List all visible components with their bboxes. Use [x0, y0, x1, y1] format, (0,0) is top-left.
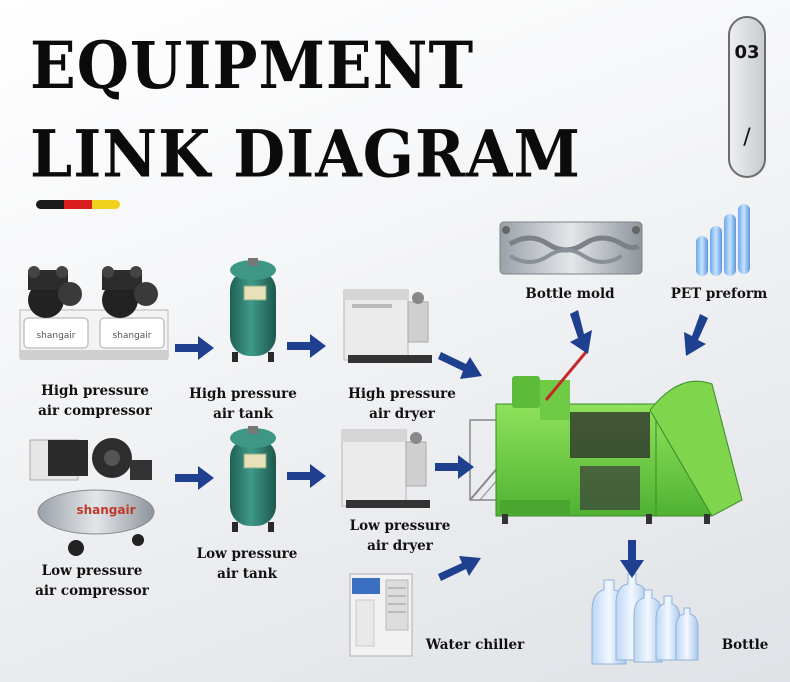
hp-compressor-brand-left: shangair	[36, 331, 75, 341]
label-lp-compressor: Low pressure air compressor	[30, 561, 154, 601]
arrow-mold-to-machine	[570, 310, 592, 354]
hp-dryer-image	[343, 289, 432, 363]
lp-dryer-label-line1: Low pressure	[349, 518, 451, 534]
pet-preform-image	[696, 204, 750, 276]
label-lp-dryer: Low pressure air dryer	[344, 516, 456, 556]
label-hp-compressor: High pressure air compressor	[30, 381, 160, 421]
hp-compressor-label-line2: air compressor	[38, 403, 152, 419]
arrow-hp-tank-to-dryer	[287, 334, 326, 358]
arrow-hp-compressor-to-tank	[175, 336, 214, 360]
accent-red	[64, 200, 92, 209]
flow-arrows	[175, 310, 708, 581]
hp-tank-image	[230, 258, 276, 362]
hp-tank-label-line2: air tank	[213, 406, 273, 422]
accent-color-bar	[36, 200, 120, 209]
hp-dryer-label-line1: High pressure	[348, 386, 456, 402]
lp-compressor-brand: shangair	[76, 503, 135, 517]
arrow-chiller-to-machine	[438, 556, 481, 581]
lp-tank-label-line2: air tank	[217, 566, 277, 582]
label-pet-preform: PET preform	[670, 286, 768, 302]
hp-compressor-image: shangair shangair	[19, 266, 169, 360]
label-hp-dryer: High pressure air dryer	[344, 384, 460, 424]
hp-compressor-brand-right: shangair	[112, 331, 151, 341]
arrow-preform-to-machine	[684, 314, 708, 356]
label-hp-tank: High pressure air tank	[186, 384, 300, 424]
label-lp-tank: Low pressure air tank	[190, 544, 304, 584]
lp-tank-image	[230, 426, 276, 532]
hp-dryer-label-line2: air dryer	[369, 406, 435, 422]
arrow-hp-dryer-to-machine	[438, 352, 482, 379]
label-bottle: Bottle	[721, 637, 769, 653]
hp-tank-label-line1: High pressure	[189, 386, 297, 402]
title-line-2: LINK DIAGRAM	[30, 117, 581, 193]
bottle-mold-image	[499, 221, 643, 275]
bottles-image	[591, 573, 699, 665]
accent-black	[36, 200, 64, 209]
arrow-lp-tank-to-dryer	[287, 464, 326, 488]
arrow-machine-to-bottle	[620, 540, 644, 578]
hp-compressor-label-line1: High pressure	[41, 383, 149, 399]
page-number: 03	[734, 42, 760, 63]
lp-compressor-image: shangair	[29, 438, 155, 556]
lp-compressor-label-line1: Low pressure	[41, 563, 143, 579]
lp-tank-label-line1: Low pressure	[196, 546, 298, 562]
lp-dryer-label-line2: air dryer	[367, 538, 433, 554]
accent-yellow	[92, 200, 120, 209]
arrow-lp-dryer-to-machine	[435, 455, 474, 479]
label-bottle-mold: Bottle mold	[525, 286, 615, 302]
page-number-badge: 03 /	[728, 16, 766, 178]
lp-dryer-image	[341, 429, 430, 508]
water-chiller-image	[349, 573, 413, 657]
page-separator: /	[743, 125, 751, 150]
page-title: EQUIPMENT LINK DIAGRAM	[30, 22, 581, 199]
lp-compressor-label-line2: air compressor	[35, 583, 149, 599]
title-line-1: EQUIPMENT	[30, 28, 475, 105]
blow-molding-machine-image	[469, 351, 743, 524]
label-water-chiller: Water chiller	[425, 637, 525, 653]
arrow-lp-compressor-to-tank	[175, 466, 214, 490]
